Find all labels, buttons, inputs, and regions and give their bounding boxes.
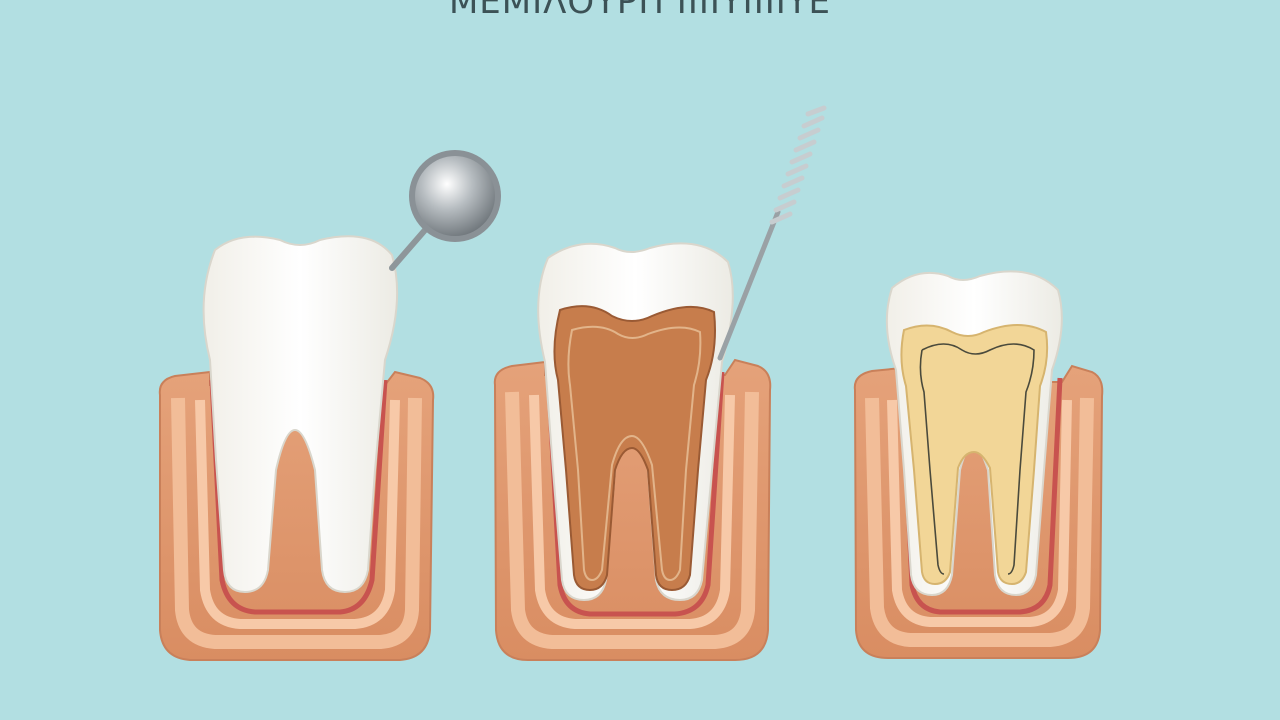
root-canal-file-icon xyxy=(717,105,827,361)
healthy-tooth-group xyxy=(158,150,501,661)
gum-edge-1 xyxy=(209,379,388,615)
gum-edge-2 xyxy=(545,371,725,617)
filled-tooth-pulp xyxy=(900,324,1049,586)
gum-layer-2b xyxy=(529,394,735,629)
infected-pulp xyxy=(553,305,716,592)
filled-tooth-group xyxy=(853,270,1104,659)
filled-tooth-canal-line xyxy=(919,343,1035,575)
gum-layer-2a xyxy=(505,391,759,649)
gum-layer-3b xyxy=(887,399,1072,627)
infected-pulp-inner xyxy=(567,325,702,582)
dental-mirror-icon xyxy=(389,150,501,271)
infected-tooth-group xyxy=(493,105,827,661)
diagram-title: ΜΕΜΙΛΟΥΡΠ ΙΙΙΙΥΙΙΙΙΥΕ xyxy=(448,0,832,22)
gum-layer-1a xyxy=(171,397,422,649)
healthy-tooth-enamel xyxy=(202,235,399,594)
gum-layer-1b xyxy=(195,399,400,629)
gum-layer-3a xyxy=(865,397,1094,647)
gum-edge-3 xyxy=(899,377,1063,615)
